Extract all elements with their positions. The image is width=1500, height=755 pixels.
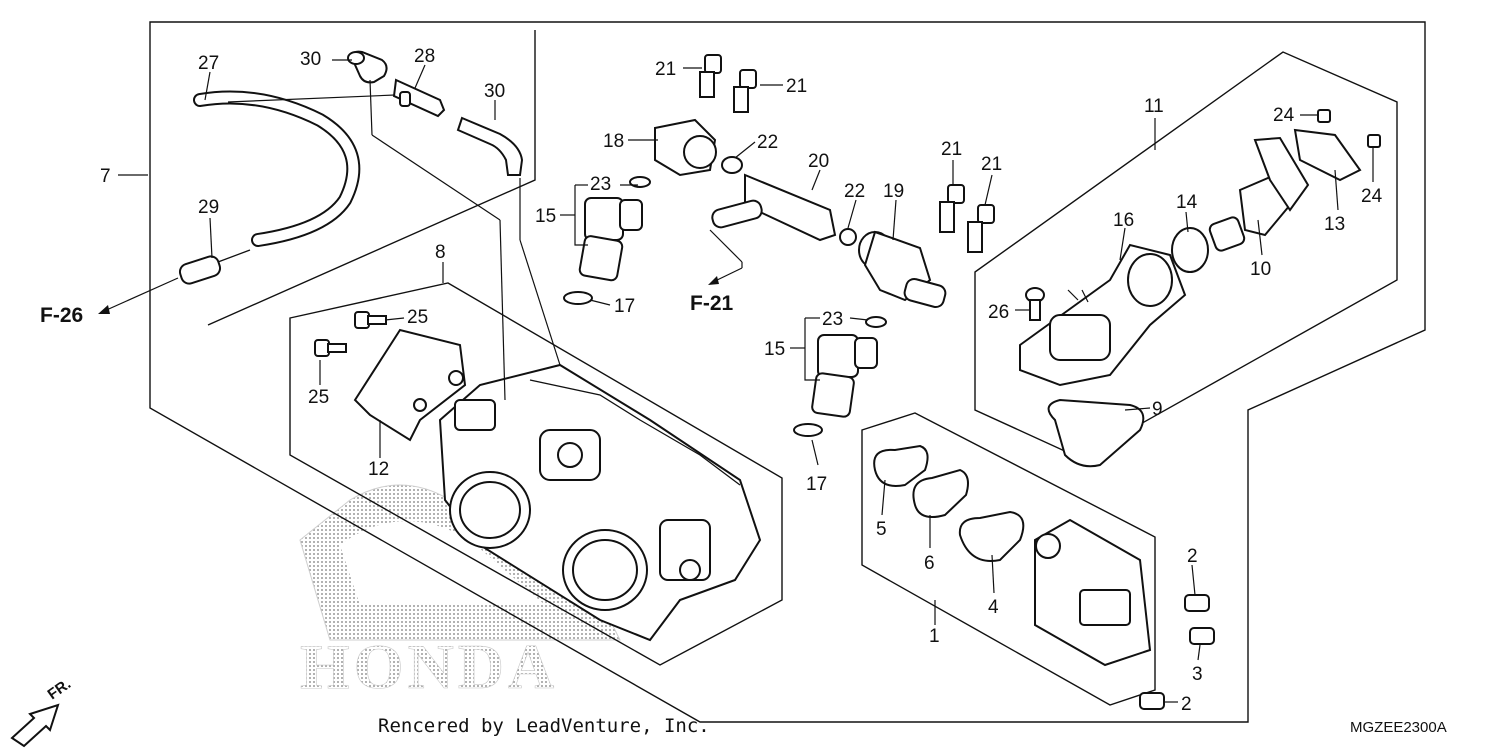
label-part-1: 1 [929, 626, 940, 647]
label-part-24-a: 24 [1273, 105, 1295, 126]
label-part-11: 11 [1144, 96, 1164, 117]
label-part-17-a: 17 [614, 296, 635, 317]
label-part-5: 5 [876, 519, 887, 540]
label-part-21-b: 21 [786, 76, 807, 97]
label-part-21-c: 21 [941, 139, 962, 160]
label-part-18: 18 [603, 131, 624, 152]
label-part-15-b: 15 [764, 339, 785, 360]
label-part-24-b: 24 [1361, 186, 1383, 207]
honda-wordmark: HONDA [300, 631, 558, 702]
leader-lines [118, 59, 1374, 703]
label-part-12: 12 [368, 459, 389, 480]
hose-joint [178, 249, 251, 285]
breather-hose-group-outline [207, 30, 536, 326]
label-part-8: 8 [435, 242, 446, 263]
label-part-21-d: 21 [981, 154, 1002, 175]
label-part-20: 20 [808, 151, 829, 172]
o-ring-22a [721, 156, 743, 174]
throttle-body [438, 363, 762, 642]
gasket-6 [912, 468, 969, 518]
label-part-15-a: 15 [535, 206, 556, 227]
honda-watermark: HONDA [299, 484, 621, 702]
label-part-9: 9 [1152, 399, 1163, 420]
screw-26 [1025, 287, 1045, 321]
label-part-25-lower: 25 [308, 387, 329, 408]
screw-2a [1184, 594, 1210, 612]
label-part-21-a: 21 [655, 59, 676, 80]
label-part-4: 4 [988, 597, 999, 618]
label-part-27: 27 [198, 53, 219, 74]
t-joint [392, 78, 446, 118]
label-part-23-a: 23 [590, 174, 611, 195]
label-part-29: 29 [198, 197, 219, 218]
screw-2b [1139, 692, 1165, 710]
iacv-valve [1208, 136, 1310, 252]
label-part-14: 14 [1176, 192, 1198, 213]
bolt-21c [939, 184, 965, 233]
label-part-7: 7 [100, 166, 111, 187]
screw-24b [1367, 134, 1381, 148]
sensor-box [861, 412, 1156, 706]
screw-24a [1317, 109, 1331, 123]
label-part-3: 3 [1192, 664, 1203, 685]
bolt-25-lower [314, 339, 347, 357]
gasket-5 [873, 444, 929, 487]
elbow-joint-lower [456, 116, 524, 176]
cover-13 [1293, 128, 1362, 182]
throttle-body-box [289, 282, 783, 666]
gasket-9 [1047, 398, 1145, 468]
gasket-4 [958, 510, 1025, 562]
bolt-21d [967, 204, 995, 253]
label-part-25-upper: 25 [407, 307, 428, 328]
ref-f26: F-26 [40, 304, 83, 327]
front-direction-label: FR. [45, 675, 75, 703]
iacv-housing [1019, 243, 1187, 387]
bracket [353, 328, 467, 442]
label-part-23-b: 23 [822, 309, 843, 330]
label-part-13: 13 [1324, 214, 1345, 235]
render-credit: Rencered by LeadVenture, Inc. [378, 715, 710, 737]
label-part-2-a: 2 [1187, 546, 1198, 567]
label-part-6: 6 [924, 553, 935, 574]
bolt-21a [699, 54, 722, 98]
fuel-pipe [711, 173, 857, 246]
label-part-10: 10 [1250, 259, 1271, 280]
label-part-22-b: 22 [844, 181, 865, 202]
f21-arrow [708, 267, 743, 285]
elbow-joint-upper [347, 50, 388, 84]
assembly-outline [149, 21, 1426, 723]
label-part-22-a: 22 [757, 132, 778, 153]
label-part-17-b: 17 [806, 474, 827, 495]
front-arrow [10, 703, 60, 748]
screw-3 [1189, 627, 1215, 645]
fuel-joint-18 [654, 118, 717, 177]
label-part-2-b: 2 [1181, 694, 1192, 715]
label-part-26: 26 [988, 302, 1009, 323]
iacv-box [974, 51, 1398, 459]
f26-arrow [98, 277, 179, 314]
bolt-21b [733, 69, 757, 113]
injector-right [793, 316, 887, 437]
injector-left [563, 176, 651, 305]
label-part-16: 16 [1113, 210, 1134, 231]
label-part-19: 19 [883, 181, 904, 202]
breather-hose [193, 90, 361, 247]
label-part-28: 28 [414, 46, 435, 67]
label-part-30-upper: 30 [300, 49, 321, 70]
label-part-30-lower: 30 [484, 81, 505, 102]
fuel-joint-19 [858, 230, 947, 309]
bolt-25-upper [354, 311, 387, 329]
map-sensor [1034, 518, 1152, 667]
o-ring-14 [1171, 227, 1209, 273]
ref-f21: F-21 [690, 292, 734, 315]
diagram-code: MGZEE2300A [1350, 719, 1447, 736]
